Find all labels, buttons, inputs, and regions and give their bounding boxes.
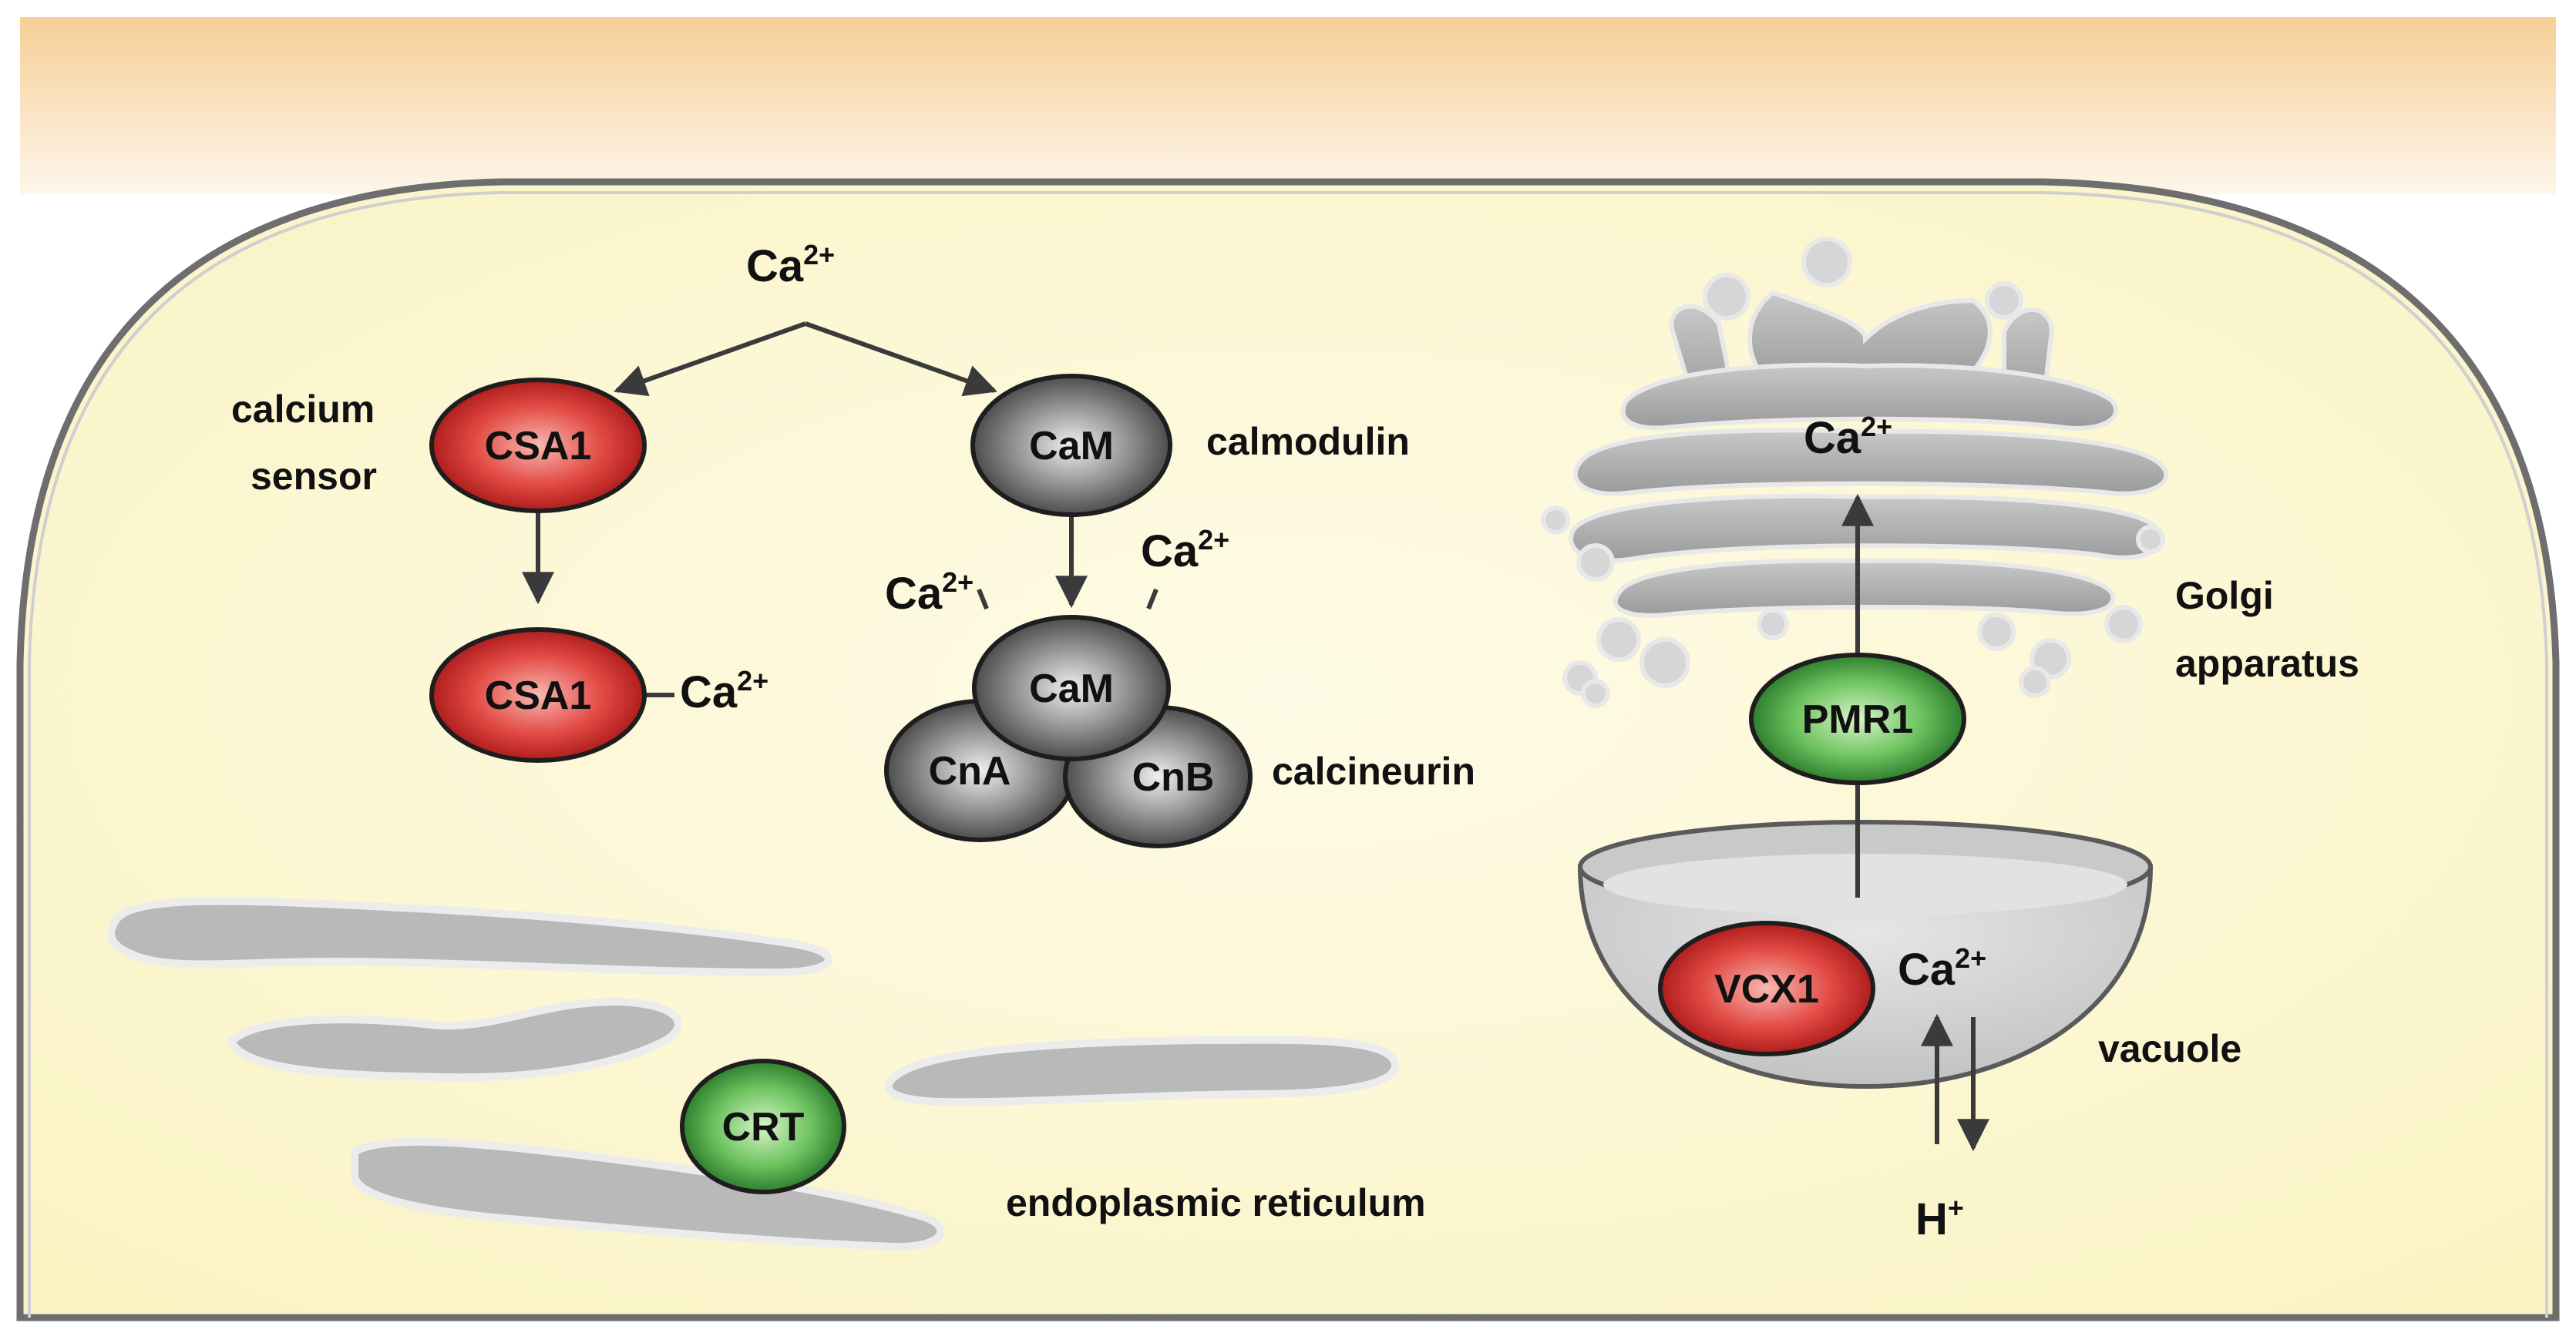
ca-ion-cam-right: Ca2+ [1141, 524, 1229, 576]
node-vcx1: VCX1 [1658, 921, 1875, 1056]
label-endoplasmic-reticulum: endoplasmic reticulum [1006, 1181, 1426, 1224]
calcineurin-complex: CaM CnA CnB [884, 615, 1253, 848]
ca-ion-top: Ca2+ [746, 239, 835, 291]
csa1-label: CSA1 [485, 424, 592, 468]
node-crt: CRT [680, 1059, 846, 1194]
node-csa1-bound: CSA1 [429, 627, 647, 763]
cam-binding-left [977, 588, 989, 610]
cnb-label: CnB [1132, 755, 1215, 800]
label-calcium: calcium [231, 388, 375, 431]
node-cam: CaM [970, 374, 1172, 517]
label-calmodulin: calmodulin [1206, 420, 1410, 463]
cna-label: CnA [929, 749, 1011, 794]
arrows [522, 321, 1989, 1152]
arrow-ca-to-cam [804, 321, 997, 397]
extracellular-band [20, 17, 2556, 194]
cam-bound-label: CaM [1029, 666, 1114, 711]
vcx1-label: VCX1 [1714, 967, 1819, 1012]
label-golgi: Golgi [2175, 574, 2274, 617]
label-apparatus: apparatus [2175, 642, 2359, 685]
cell-membrane-inner [28, 191, 2548, 1318]
cam-binding-right [1146, 588, 1159, 610]
golgi-apparatus [1541, 237, 2169, 708]
cam-label: CaM [1029, 424, 1114, 468]
ca-ion-csa1-bound: Ca2+ [680, 665, 768, 717]
crt-label: CRT [722, 1105, 805, 1150]
label-vacuole: vacuole [2098, 1027, 2241, 1070]
ca-ion-vacuole: Ca2+ [1898, 942, 1986, 995]
label-sensor: sensor [251, 455, 377, 498]
pmr1-label: PMR1 [1802, 697, 1913, 742]
node-pmr1: PMR1 [1749, 653, 1966, 785]
ca-ion-golgi: Ca2+ [1804, 411, 1892, 463]
h-ion: H+ [1915, 1192, 1964, 1244]
ca-ion-cam-left: Ca2+ [885, 566, 974, 619]
node-csa1: CSA1 [429, 378, 647, 513]
csa1-bound-label: CSA1 [485, 673, 592, 718]
endoplasmic-reticulum [107, 897, 1400, 1251]
cam-bound-node [972, 615, 1171, 761]
label-calcineurin: calcineurin [1272, 750, 1475, 793]
arrow-ca-to-csa1 [614, 321, 807, 397]
